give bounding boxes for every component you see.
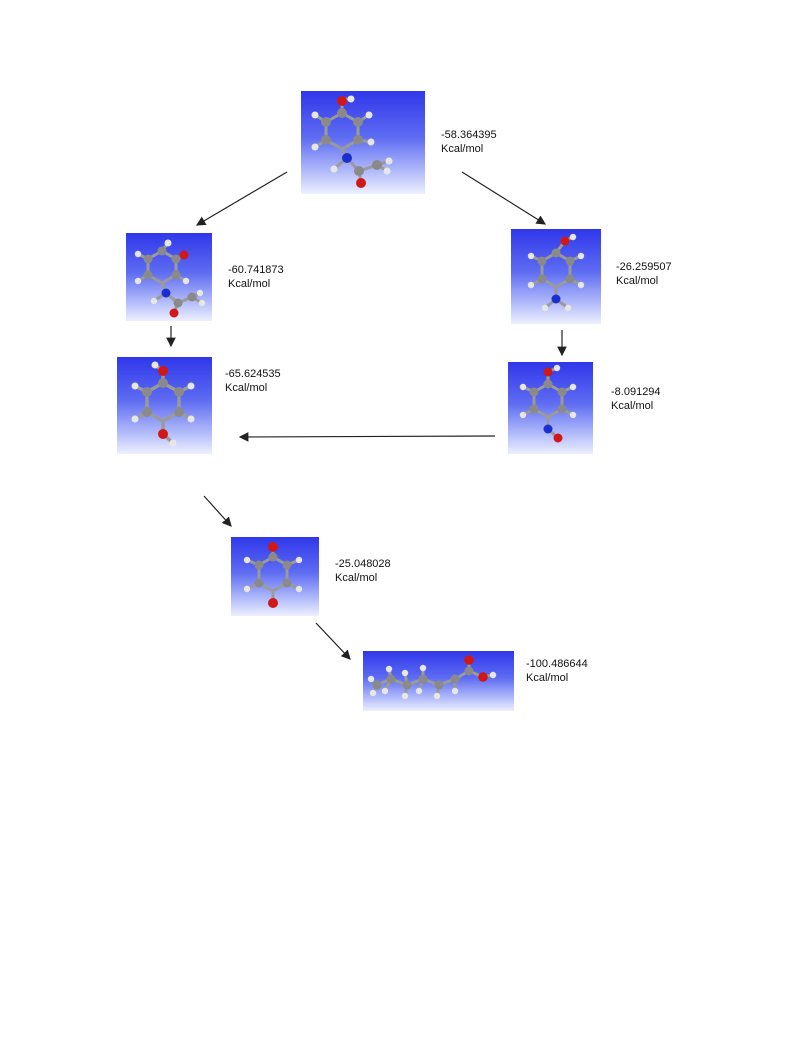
energy-label-3: -26.259507 Kcal/mol xyxy=(616,260,672,288)
energy-label-5: -8.091294 Kcal/mol xyxy=(611,385,661,413)
molecule-image-4 xyxy=(117,357,212,454)
energy-unit: Kcal/mol xyxy=(441,143,484,155)
energy-label-6: -25.048028 Kcal/mol xyxy=(335,557,391,585)
energy-unit: Kcal/mol xyxy=(228,278,271,290)
arrow-m1-to-m2 xyxy=(195,171,288,226)
molecule-image-1 xyxy=(301,91,425,194)
energy-unit: Kcal/mol xyxy=(335,572,378,584)
molecule-image-2 xyxy=(126,233,212,321)
energy-unit: Kcal/mol xyxy=(616,275,659,287)
arrow-m4-to-m6 xyxy=(203,495,232,527)
molecule-image-7 xyxy=(363,651,514,711)
arrow-m5-to-m4 xyxy=(238,432,496,442)
energy-unit: Kcal/mol xyxy=(225,382,268,394)
energy-label-1: -58.364395 Kcal/mol xyxy=(441,128,497,156)
energy-value: -60.741873 xyxy=(228,264,284,276)
molecule-image-5 xyxy=(508,362,593,454)
energy-value: -25.048028 xyxy=(335,558,391,570)
energy-value: -8.091294 xyxy=(611,386,661,398)
energy-unit: Kcal/mol xyxy=(526,672,569,684)
energy-value: -65.624535 xyxy=(225,368,281,380)
molecule-image-3 xyxy=(511,229,601,324)
molecule-image-6 xyxy=(231,537,319,616)
energy-label-7: -100.486644 Kcal/mol xyxy=(526,657,588,685)
energy-label-4: -65.624535 Kcal/mol xyxy=(225,367,281,395)
energy-unit: Kcal/mol xyxy=(611,400,654,412)
energy-label-2: -60.741873 Kcal/mol xyxy=(228,263,284,291)
energy-value: -58.364395 xyxy=(441,129,497,141)
energy-value: -26.259507 xyxy=(616,261,672,273)
arrow-m6-to-m7 xyxy=(315,622,351,660)
energy-value: -100.486644 xyxy=(526,658,588,670)
arrow-m1-to-m3 xyxy=(461,171,547,225)
